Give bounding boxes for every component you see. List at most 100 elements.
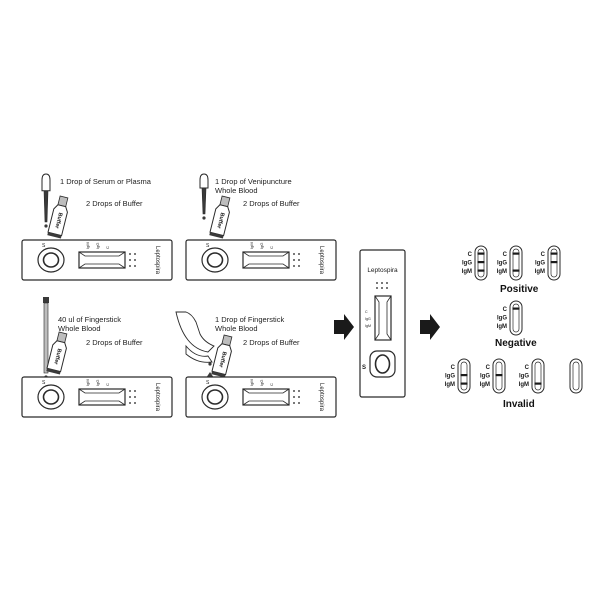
cassette-code: IgM xyxy=(249,379,254,386)
cassette-dot xyxy=(386,282,388,284)
center-sample-inner xyxy=(374,354,391,374)
cassette-code: IgG xyxy=(95,380,100,386)
bottle-tip xyxy=(47,232,62,239)
cassette-dot xyxy=(129,253,131,255)
sample-mark: S xyxy=(206,243,210,249)
hand-illustration xyxy=(175,311,215,366)
drop xyxy=(208,362,212,366)
result-window xyxy=(242,388,290,406)
result-band xyxy=(512,252,520,255)
result-line-label: IgG xyxy=(519,374,529,380)
arrow-right-icon xyxy=(420,314,440,340)
result-band xyxy=(512,307,520,310)
result-window xyxy=(78,388,126,406)
result-line-label: C xyxy=(503,252,508,258)
cassette-dot xyxy=(134,402,136,404)
finger-tube-drop-label-2: Whole Blood xyxy=(58,324,101,333)
result-line-label: IgM xyxy=(480,382,490,388)
cassette-dot xyxy=(134,396,136,398)
result-line-label: IgG xyxy=(535,261,545,267)
result-line-label: IgM xyxy=(519,382,529,388)
finger-tube-buffer-bottle: Buffer xyxy=(46,331,68,375)
result-line-label: IgM xyxy=(497,269,507,275)
venipuncture-drop-label-2: Whole Blood xyxy=(215,186,258,195)
invalid-heading: Invalid xyxy=(503,399,535,410)
venipuncture-buffer-bottle: Buffer xyxy=(209,195,231,239)
cassette-dot xyxy=(134,390,136,392)
result-window xyxy=(242,251,290,269)
result-band xyxy=(550,261,558,264)
center-line-label: IgG xyxy=(365,317,371,321)
finger-shape xyxy=(175,311,215,353)
cassette-dot xyxy=(298,402,300,404)
cassette-dot xyxy=(293,390,295,392)
cassette-code: IgM xyxy=(85,242,90,249)
result-line-label: IgG xyxy=(480,374,490,380)
result-line-label: C xyxy=(468,252,473,258)
result-line-label: C xyxy=(451,365,456,371)
result-band xyxy=(534,382,542,385)
cassette-dot xyxy=(129,390,131,392)
cassette-brand: Leptospira xyxy=(318,383,324,412)
result-window-inner xyxy=(572,361,580,391)
finger-tube-drop-label: 40 ul of Fingerstick xyxy=(58,315,121,324)
result-line-label: IgM xyxy=(497,324,507,330)
bottle-body xyxy=(47,204,68,237)
result-line-label: IgM xyxy=(462,269,472,275)
result-band xyxy=(512,269,520,272)
result-window-inner xyxy=(534,361,542,391)
dropper-stem xyxy=(43,190,49,223)
result-line-label: IgG xyxy=(462,261,472,267)
sample-mark: S xyxy=(206,380,210,386)
bottle-label: Buffer xyxy=(215,212,225,230)
result-band xyxy=(477,269,485,272)
center-line-label: C xyxy=(365,310,368,314)
cassette-dot xyxy=(298,390,300,392)
cassette-dot xyxy=(298,396,300,398)
cassette-code: C xyxy=(269,383,274,386)
bottle-tip xyxy=(211,371,226,378)
result-window xyxy=(78,251,126,269)
cassette-dot xyxy=(381,287,383,289)
cassette-dot xyxy=(298,265,300,267)
invalid-result-4 xyxy=(569,358,583,394)
venipuncture-dropper xyxy=(199,173,209,220)
positive-heading: Positive xyxy=(500,284,539,295)
bottle-tip xyxy=(209,232,224,239)
drop xyxy=(44,224,48,228)
venipuncture-drop-label: 1 Drop of Venipuncture xyxy=(215,177,292,186)
sample-well-inner xyxy=(206,252,224,268)
window-bevel xyxy=(242,388,290,406)
window-bevel xyxy=(78,388,126,406)
result-band xyxy=(477,252,485,255)
venipuncture-buffer-label: 2 Drops of Buffer xyxy=(243,199,300,208)
cassette-dot xyxy=(293,265,295,267)
finger-direct-buffer-label: 2 Drops of Buffer xyxy=(243,338,300,347)
result-band xyxy=(477,261,485,264)
drop xyxy=(202,216,206,220)
finger-tube-buffer-label: 2 Drops of Buffer xyxy=(86,338,143,347)
bottle-body xyxy=(211,343,232,376)
result-band xyxy=(550,252,558,255)
bottle-label: Buffer xyxy=(217,351,227,369)
result-line-label: IgG xyxy=(445,374,455,380)
center-line-label: IgM xyxy=(365,324,371,328)
cassette-brand: Leptospira xyxy=(154,383,160,412)
cassette-brand: Leptospira xyxy=(154,246,160,275)
bottle-tip xyxy=(46,368,61,375)
cassette-dot xyxy=(381,282,383,284)
negative-heading: Negative xyxy=(495,338,537,349)
cassette-code: C xyxy=(105,246,110,249)
cassette-code: C xyxy=(105,383,110,386)
cassette-dot xyxy=(293,396,295,398)
